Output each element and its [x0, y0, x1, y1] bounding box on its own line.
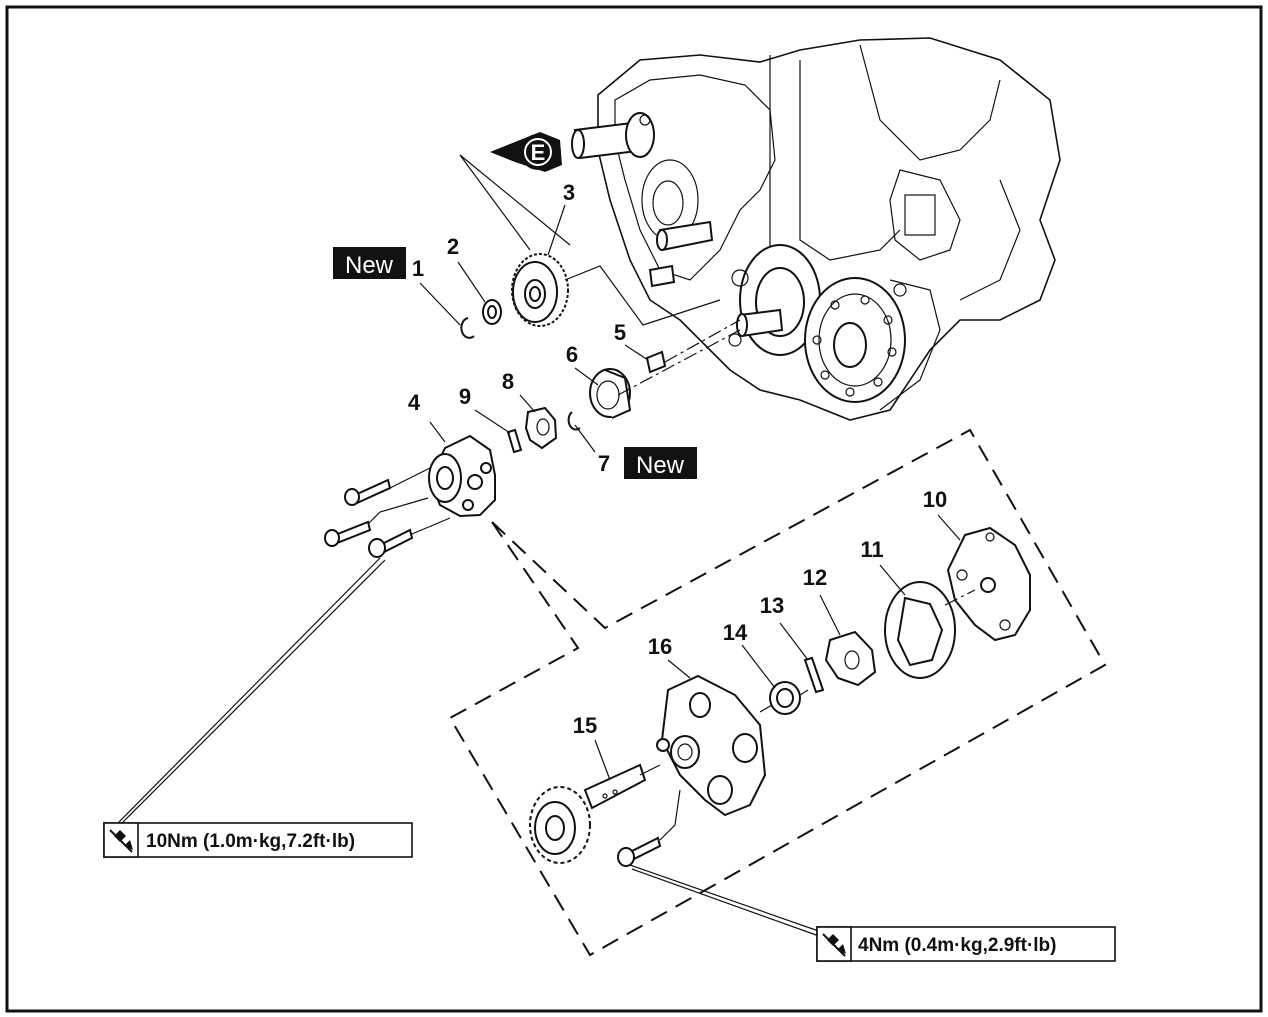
- callout-3: 3: [563, 180, 575, 205]
- engine-oil-symbol: E: [490, 132, 562, 172]
- callout-7: 7: [598, 451, 610, 476]
- callout-11: 11: [860, 537, 883, 562]
- crankcase-illustration: [571, 37, 1061, 421]
- oil-can-icon: E: [531, 140, 546, 165]
- part-4-oil-pump-assembly: [428, 434, 496, 518]
- callout-14: 14: [723, 620, 748, 645]
- alignment-lines: [367, 265, 976, 841]
- callout-8: 8: [502, 369, 514, 394]
- callout-leaders: [117, 154, 961, 941]
- callout-1: 1: [412, 256, 424, 281]
- callout-16: 16: [648, 634, 672, 659]
- torque-spec-4nm: 4Nm (0.4m·kg,2.9ft·lb): [816, 926, 1116, 962]
- part-1-circlip: [460, 317, 475, 339]
- diagram-frame: [5, 5, 1263, 1013]
- part-11-outer-rotor: [884, 581, 956, 679]
- part-16-pump-housing: [656, 674, 767, 817]
- part-10-pump-cover: [946, 526, 1031, 642]
- callout-2: 2: [447, 234, 459, 259]
- torque-spec-10nm: 10Nm (1.0m·kg,7.2ft·lb): [103, 822, 413, 858]
- callout-10: 10: [923, 487, 947, 512]
- part-5-dowel-pin: [645, 350, 667, 374]
- part-3-drive-gear: [511, 253, 569, 327]
- callout-12: 12: [803, 565, 827, 590]
- callout-15: 15: [573, 713, 597, 738]
- callout-6: 6: [566, 342, 578, 367]
- new-label-part-1: New: [333, 247, 406, 279]
- part-13-pin: [803, 656, 825, 694]
- torque-wrench-icon: [109, 829, 133, 853]
- bolt-upper: [344, 478, 392, 506]
- detail-boundary: [448, 428, 1107, 957]
- part-8-inner-rotor: [524, 406, 558, 450]
- part-7-circlip: [567, 411, 581, 431]
- svg-text:New: New: [345, 252, 394, 279]
- part-12-inner-rotor: [824, 630, 877, 687]
- callout-9: 9: [459, 384, 471, 409]
- part-6-housing: [589, 368, 632, 419]
- bolt-small: [617, 836, 662, 867]
- svg-text:4Nm (0.4m·kg,2.9ft·lb): 4Nm (0.4m·kg,2.9ft·lb): [858, 935, 1056, 956]
- part-2-washer: [482, 299, 502, 325]
- part-9-pin: [506, 428, 523, 454]
- svg-text:10Nm (1.0m·kg,7.2ft·lb): 10Nm (1.0m·kg,7.2ft·lb): [146, 831, 355, 852]
- callout-13: 13: [760, 593, 784, 618]
- part-14-washer: [769, 681, 801, 715]
- svg-text:New: New: [636, 452, 685, 479]
- torque-wrench-icon: [822, 933, 846, 957]
- callout-4: 4: [408, 390, 421, 415]
- callout-5: 5: [614, 320, 626, 345]
- part-15-pump-gear-shaft: [529, 763, 647, 864]
- bolt-lower: [368, 528, 414, 558]
- new-label-part-7: New: [624, 447, 697, 479]
- bolt-middle: [324, 520, 372, 547]
